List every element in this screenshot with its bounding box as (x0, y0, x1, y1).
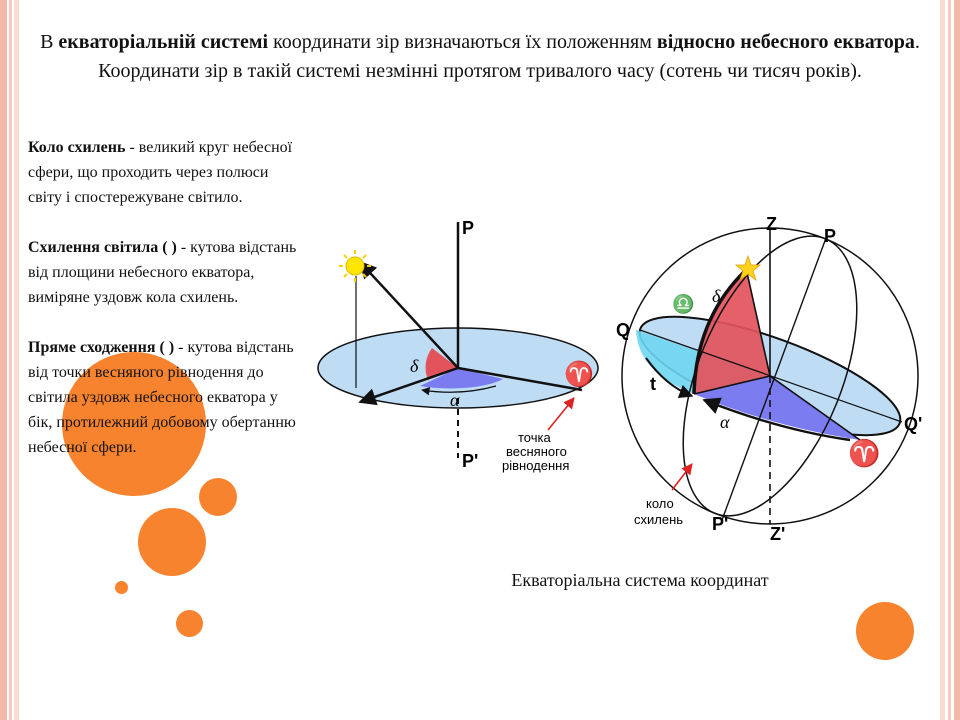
left-stripe-inner (14, 0, 19, 720)
deco-circle-small-1 (199, 478, 237, 516)
hour-angle-arc (645, 357, 694, 399)
label-z: Z (766, 214, 777, 234)
delta-sector-right (694, 268, 770, 394)
delta-sector-left (425, 348, 458, 380)
label-alpha-right: α (720, 412, 730, 432)
delta-arc-right (692, 268, 748, 395)
deco-circle-medium (138, 508, 206, 576)
vernal-pointer (547, 397, 575, 431)
alpha-sector-left (420, 368, 503, 389)
definition-right-ascension: Пряме сходження ( ) - кутова відстань ві… (28, 339, 296, 456)
right-stripe-inner (940, 0, 945, 720)
definition-declination: Схилення світила ( ) - кутова відстань в… (28, 239, 297, 306)
label-p-right: P (824, 226, 836, 246)
star-radius (745, 267, 771, 377)
sun-icon (345, 256, 365, 276)
deco-circle-small-2 (176, 610, 203, 637)
right-stripe-outer (954, 0, 960, 720)
label-circle-1: коло (646, 496, 674, 511)
diagram-caption: Екваторіальна система координат (511, 570, 769, 590)
label-delta-left: δ (410, 356, 419, 376)
slide-title: В екваторіальній системі координати зір … (40, 31, 920, 82)
projection-radius (693, 375, 771, 395)
label-alpha-left: α (450, 390, 460, 410)
label-aries-right: ♈ (848, 438, 880, 468)
right-stripe-middle (948, 0, 951, 720)
star-icon (734, 254, 762, 282)
label-p-left: P (462, 218, 474, 238)
label-t: t (650, 374, 656, 394)
equatorial-diagram: P P' δ α ♈ точка весняного рівнодення (317, 192, 938, 548)
declination-pointer (671, 463, 693, 491)
deco-circle-large (62, 352, 206, 496)
star-vector-left (358, 260, 459, 369)
left-stripe-outer (0, 0, 7, 720)
label-vernal-1: точка (518, 430, 551, 445)
alpha-sector-right (694, 376, 860, 440)
alpha-arc-left (421, 385, 497, 396)
label-delta-right: δ (712, 286, 721, 306)
deco-circle-tiny (115, 581, 128, 594)
label-vernal-3: рівнодення (502, 458, 569, 473)
label-q-prime: Q' (904, 414, 922, 434)
projection-vector-left (358, 366, 459, 406)
label-libra: ♎ (672, 293, 694, 314)
vernal-vector-left (457, 366, 583, 392)
deco-circle-right (856, 602, 914, 660)
label-p-prime-right: P' (712, 514, 728, 534)
label-p-prime-left: P' (462, 451, 478, 471)
left-diagram: P P' δ α ♈ точка весняного рівнодення (317, 218, 599, 473)
definition-declination-circle: Коло схилень - великий круг небесної сфе… (28, 139, 293, 206)
right-diagram: Z Z' P P' Q Q' t δ α ♈ ♎ коло схилень (600, 192, 938, 548)
label-circle-2: схилень (634, 512, 683, 527)
label-vernal-2: весняного (506, 444, 567, 459)
left-stripe-middle (9, 0, 12, 720)
label-q: Q (616, 320, 630, 340)
label-z-prime: Z' (770, 524, 785, 544)
vernal-radius (769, 375, 861, 441)
alpha-arc-right (702, 397, 851, 442)
definitions-block: Коло схилень - великий круг небесної сфе… (28, 135, 298, 485)
label-aries-left: ♈ (564, 360, 594, 388)
